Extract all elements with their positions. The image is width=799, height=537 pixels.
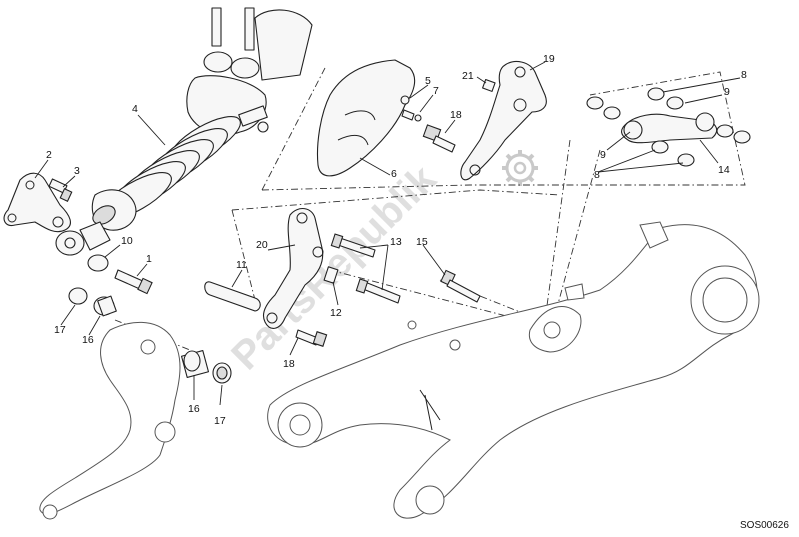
part-20-link (262, 208, 324, 329)
drawing-code: SOS00626 (740, 520, 789, 531)
part-3-bolt (48, 178, 73, 202)
part-18-bolt-top (422, 124, 456, 153)
callout-2: 2 (46, 149, 52, 161)
callout-4: 4 (132, 103, 138, 115)
callout-8-top: 8 (741, 69, 747, 81)
callout-21: 21 (462, 70, 474, 82)
callout-13: 13 (390, 236, 402, 248)
assembly-lines (114, 67, 746, 351)
callout-16-center: 16 (188, 403, 200, 415)
part-2-bracket (3, 172, 71, 233)
part-10-spacer (87, 254, 109, 272)
part-12-nut (323, 266, 339, 284)
shock-spring (100, 116, 241, 220)
callout-labels: 4 2 3 10 1 17 16 5 7 6 21 19 18 8 9 9 8 … (46, 53, 747, 427)
part-17-seal-left (68, 287, 88, 305)
rocker-assembly (586, 87, 751, 167)
part-11-pin (204, 281, 261, 312)
leader-lines (34, 61, 741, 406)
part-19-bracket (460, 60, 547, 181)
part-15-bolt (440, 269, 481, 303)
callout-8-bottom: 8 (594, 169, 600, 181)
gear-icon (502, 150, 538, 186)
callout-9-top: 9 (724, 86, 730, 98)
callout-5: 5 (425, 75, 431, 87)
shock-absorber (55, 7, 313, 256)
callout-17-center: 17 (214, 415, 226, 427)
callout-14: 14 (718, 164, 730, 176)
callout-6: 6 (391, 168, 397, 180)
part-1-bolt (114, 269, 153, 295)
callout-11: 11 (236, 259, 247, 271)
part-21-bolt (482, 78, 496, 92)
part-5-washer (400, 95, 410, 105)
callout-7: 7 (433, 85, 439, 97)
callout-18-bottom: 18 (283, 358, 295, 370)
part-6-cover (317, 59, 416, 177)
part-7-screw (401, 109, 415, 121)
callout-10: 10 (121, 235, 133, 247)
lower-linkage (39, 321, 181, 520)
callout-20: 20 (256, 239, 268, 251)
callout-16-left: 16 (82, 334, 94, 346)
callout-12: 12 (330, 307, 342, 319)
callout-15: 15 (416, 236, 428, 248)
part-18-bolt-bottom (295, 329, 328, 347)
swingarm (267, 221, 760, 519)
callout-18-top: 18 (450, 109, 462, 121)
callout-1: 1 (146, 253, 152, 265)
callout-19: 19 (543, 53, 555, 65)
callout-17-left: 17 (54, 324, 66, 336)
part-13-bolts (330, 233, 401, 304)
part-16-bushing-center (180, 349, 210, 379)
callout-9-bottom: 9 (600, 149, 606, 161)
callout-3: 3 (74, 165, 80, 177)
